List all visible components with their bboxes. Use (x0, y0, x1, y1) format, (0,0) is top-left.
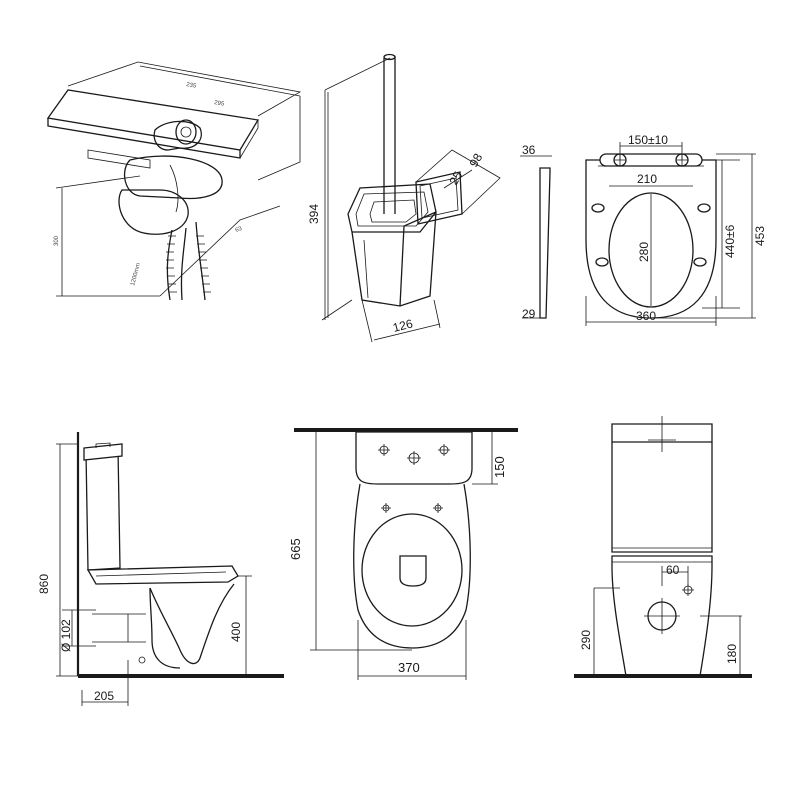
brush-holder-offset: 25 (446, 169, 465, 188)
seat-width: 360 (636, 309, 656, 323)
seat-length-tolerance: 440±6 (723, 224, 737, 258)
brush-holder-panel: 394 98 25 126 (307, 53, 501, 343)
wc-wall-distance: 205 (94, 689, 114, 703)
seat-inner-width: 210 (637, 172, 657, 186)
wc-tank-depth: 150 (492, 456, 507, 478)
shower-hose-label: 1200mm (130, 262, 142, 286)
seat-thickness: 29 (522, 307, 536, 321)
wc-inlet-height: 180 (725, 644, 739, 664)
seat-inner-length: 280 (637, 242, 651, 262)
brush-holder-width: 126 (391, 316, 414, 335)
wc-outlet-height: 400 (229, 622, 243, 642)
seat-hinge-spacing: 150±10 (628, 133, 668, 147)
wc-top-view-panel: 665 150 370 (288, 428, 518, 680)
wc-front-view-panel: 60 290 180 (574, 416, 752, 678)
shower-dim-2: 295 (214, 100, 226, 108)
wc-inlet-offset: 60 (666, 563, 680, 577)
wc-side-view-panel: 860 Ø 102 400 205 (37, 432, 284, 706)
shower-dim-4: 63 (235, 226, 244, 234)
shower-dim-3: 300 (54, 235, 60, 246)
brush-holder-depth: 98 (466, 151, 485, 170)
shower-dim-1: 235 (186, 82, 198, 90)
wc-width: 370 (398, 660, 420, 675)
wc-outlet-diameter: Ø 102 (59, 619, 73, 652)
wc-height: 860 (37, 574, 51, 594)
seat-hinge-depth: 36 (522, 143, 536, 157)
seat-total-length: 453 (753, 226, 767, 246)
wc-length: 665 (288, 538, 303, 560)
wc-front-outlet-height: 290 (579, 630, 593, 650)
seat-panel: 36 29 150±10 210 280 440±6 453 360 (520, 133, 767, 326)
brush-holder-height: 394 (307, 204, 321, 224)
hygienic-shower-panel: 235 295 300 63 1200mm (46, 61, 302, 301)
